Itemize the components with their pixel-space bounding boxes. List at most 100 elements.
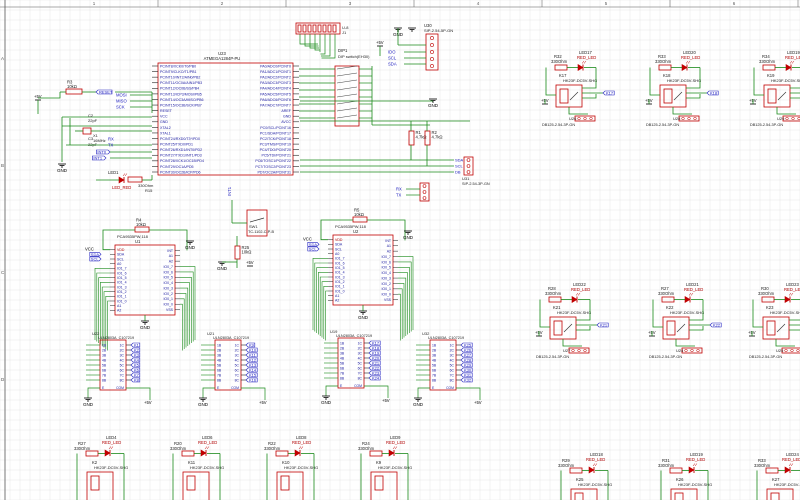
led-icon [681, 60, 691, 72]
header-pin [297, 24, 302, 33]
relay-coil [574, 492, 584, 500]
crystal-body [82, 127, 92, 135]
wire [102, 229, 135, 251]
net-flag: K11 [245, 353, 258, 358]
net-flag-label: K23 [372, 371, 380, 376]
expander-pin-name: VDD [117, 248, 125, 252]
frame-column-label: 5 [605, 1, 608, 6]
led-ray [581, 60, 585, 64]
serial-net-label: RX [108, 136, 114, 141]
expander-pin-name: IO0_4 [381, 271, 391, 275]
relay-contact [563, 323, 573, 333]
net-flag-label: K31 [464, 373, 472, 378]
led-icon [684, 292, 694, 304]
relay-body [86, 471, 114, 500]
ground-icon: GND [140, 320, 151, 330]
net-flag-shape [95, 89, 113, 95]
frame-row-label: D [1, 377, 5, 382]
mcu-pin-name: PA0/ADC0/PCINT0 [260, 64, 291, 68]
wire [675, 339, 695, 347]
relay-part: HK23F-DC5V-SHG [94, 465, 128, 470]
expander-pin-name: IO1_2 [117, 290, 127, 294]
led-ray [789, 60, 793, 64]
relay-ref: K26 [676, 477, 684, 482]
expander-pin-name: IO0_4 [163, 281, 173, 285]
mcu-pin-name: PA7/ADC7/PCINT7 [260, 103, 291, 107]
relay-led-ref: LED9 [390, 435, 401, 440]
driver-pin-name: 2C [235, 348, 240, 352]
relay-ref: K25 [576, 477, 584, 482]
wire [316, 267, 328, 333]
expander-pin-name: INT [167, 249, 174, 253]
net-flag: K3 [130, 353, 141, 358]
driver-pin-name: 2B [102, 348, 107, 352]
led-ray [790, 463, 794, 467]
wire [568, 107, 588, 115]
sip-header-body [419, 182, 430, 202]
header-net-label: SDA [455, 157, 464, 162]
wire [299, 34, 318, 45]
relay-res-value: 330Ohm [358, 446, 375, 451]
net-flag: RESET [95, 89, 113, 95]
relay-header-pin [796, 348, 800, 353]
relay-led-label: RED_LED [102, 440, 121, 445]
mcu-pin-name: PCINT15/OC3B/SCK/PB7 [160, 103, 202, 107]
net-flag-shape [368, 370, 381, 376]
led-triangle [104, 449, 111, 457]
relay-res-value: 330Ohm [264, 446, 281, 451]
mcu-part: ATMEGA1284P-PU [204, 56, 241, 61]
wire [180, 287, 189, 346]
net-flag: K18 [706, 91, 719, 96]
led-ray [685, 60, 689, 64]
led-triangle [388, 449, 395, 457]
net-flag-label: K32 [464, 378, 472, 383]
driver-pin-name: 1B [340, 341, 345, 345]
net-flag-shape [368, 345, 381, 351]
mcu-pin-name: GND [283, 115, 291, 119]
relay-ref: K10 [282, 460, 290, 465]
wire [312, 258, 328, 330]
sip-pin [466, 170, 471, 174]
wire [576, 326, 591, 331]
relay-part: HK23F-DC5V-SHG [770, 310, 800, 315]
led-triangle [577, 63, 584, 72]
frame-row-label: B [1, 163, 4, 168]
net-flag-label: K28 [464, 358, 472, 363]
driver-pin-name: COM [354, 384, 362, 388]
relay-res-body [761, 296, 775, 303]
led-ray [788, 463, 792, 467]
net-flag-label: K17 [372, 341, 380, 346]
driver-pin-name: 5B [432, 363, 437, 367]
led-ray [594, 463, 598, 467]
mcu-body [157, 62, 294, 176]
wire [539, 299, 550, 328]
sip-pin [430, 57, 434, 61]
net-flag-shape [596, 322, 609, 328]
relay-led-ref: LED4 [106, 435, 117, 440]
expander-pin-name: IO0_5 [163, 276, 173, 280]
ground-icon [408, 27, 416, 32]
led-icon [577, 60, 587, 72]
net-flag-shape [307, 242, 320, 247]
wire [180, 293, 187, 348]
resistor-body [352, 216, 368, 223]
relay-header-pin [784, 348, 788, 353]
mcu-ref: U23 [218, 51, 226, 56]
mcu-pin-name: PA4/ADC4/PCINT4 [260, 87, 291, 91]
wire [776, 107, 796, 115]
led-triangle [784, 295, 791, 304]
power-label: +5V [376, 40, 384, 45]
relay-res-value: 330Ohm [551, 59, 568, 64]
resistor-body [127, 176, 143, 183]
relay-modules-right: LED17RED_LEDR32330OhmK17HK23F-DC5V-SHGK1… [535, 50, 800, 359]
net-flag-label: K1 [134, 343, 140, 348]
net-flag-shape [368, 360, 381, 366]
wire [105, 296, 110, 349]
net-flag-label: SDA [91, 252, 100, 257]
net-flag: K24 [368, 376, 381, 381]
mcu-pin-name: PA5/ADC5/PCINT5 [260, 92, 291, 96]
driver-part: ULN2803A_C107219 [336, 334, 372, 338]
mcu-pin-name: PCINT25/TXD0/PD1 [160, 143, 193, 147]
driver-pin-name: E [217, 386, 220, 390]
expander-pin-name: IO1_2 [335, 280, 345, 284]
